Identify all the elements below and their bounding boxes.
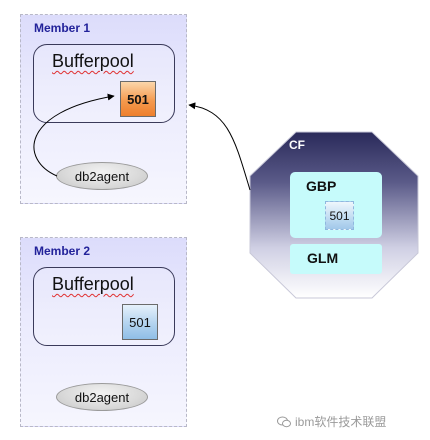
agent-to-page-arrow [33,93,115,177]
member-1-db2agent: db2agent [56,162,148,190]
cf-title: CF [289,138,305,152]
watermark-text: ibm软件技术联盟 [295,415,387,429]
glm-box: GLM [290,244,382,274]
member-2-bufferpool-label: Bufferpool [52,274,134,294]
gbp-box: GBP 501 [290,172,382,238]
wechat-icon [277,416,291,427]
member-2-db2agent: db2agent [56,383,148,411]
member-1-title: Member 1 [34,21,91,35]
watermark: ibm软件技术联盟 [277,413,386,430]
glm-label: GLM [307,250,339,266]
cf-to-member1-arrow [188,102,251,191]
member-1-page-501: 501 [120,81,156,117]
member-1-panel: Member 1 Bufferpool 501 db2agent [20,14,187,204]
member-2-bufferpool: Bufferpool 501 [33,267,175,346]
member-2-title: Member 2 [34,244,91,258]
gbp-page-501: 501 [325,201,354,230]
gbp-label: GBP [306,178,337,194]
member-2-page-501: 501 [122,304,158,340]
member-1-bufferpool: Bufferpool 501 [33,44,175,123]
member-2-panel: Member 2 Bufferpool 501 db2agent [20,237,187,427]
member-1-bufferpool-label: Bufferpool [52,51,134,71]
